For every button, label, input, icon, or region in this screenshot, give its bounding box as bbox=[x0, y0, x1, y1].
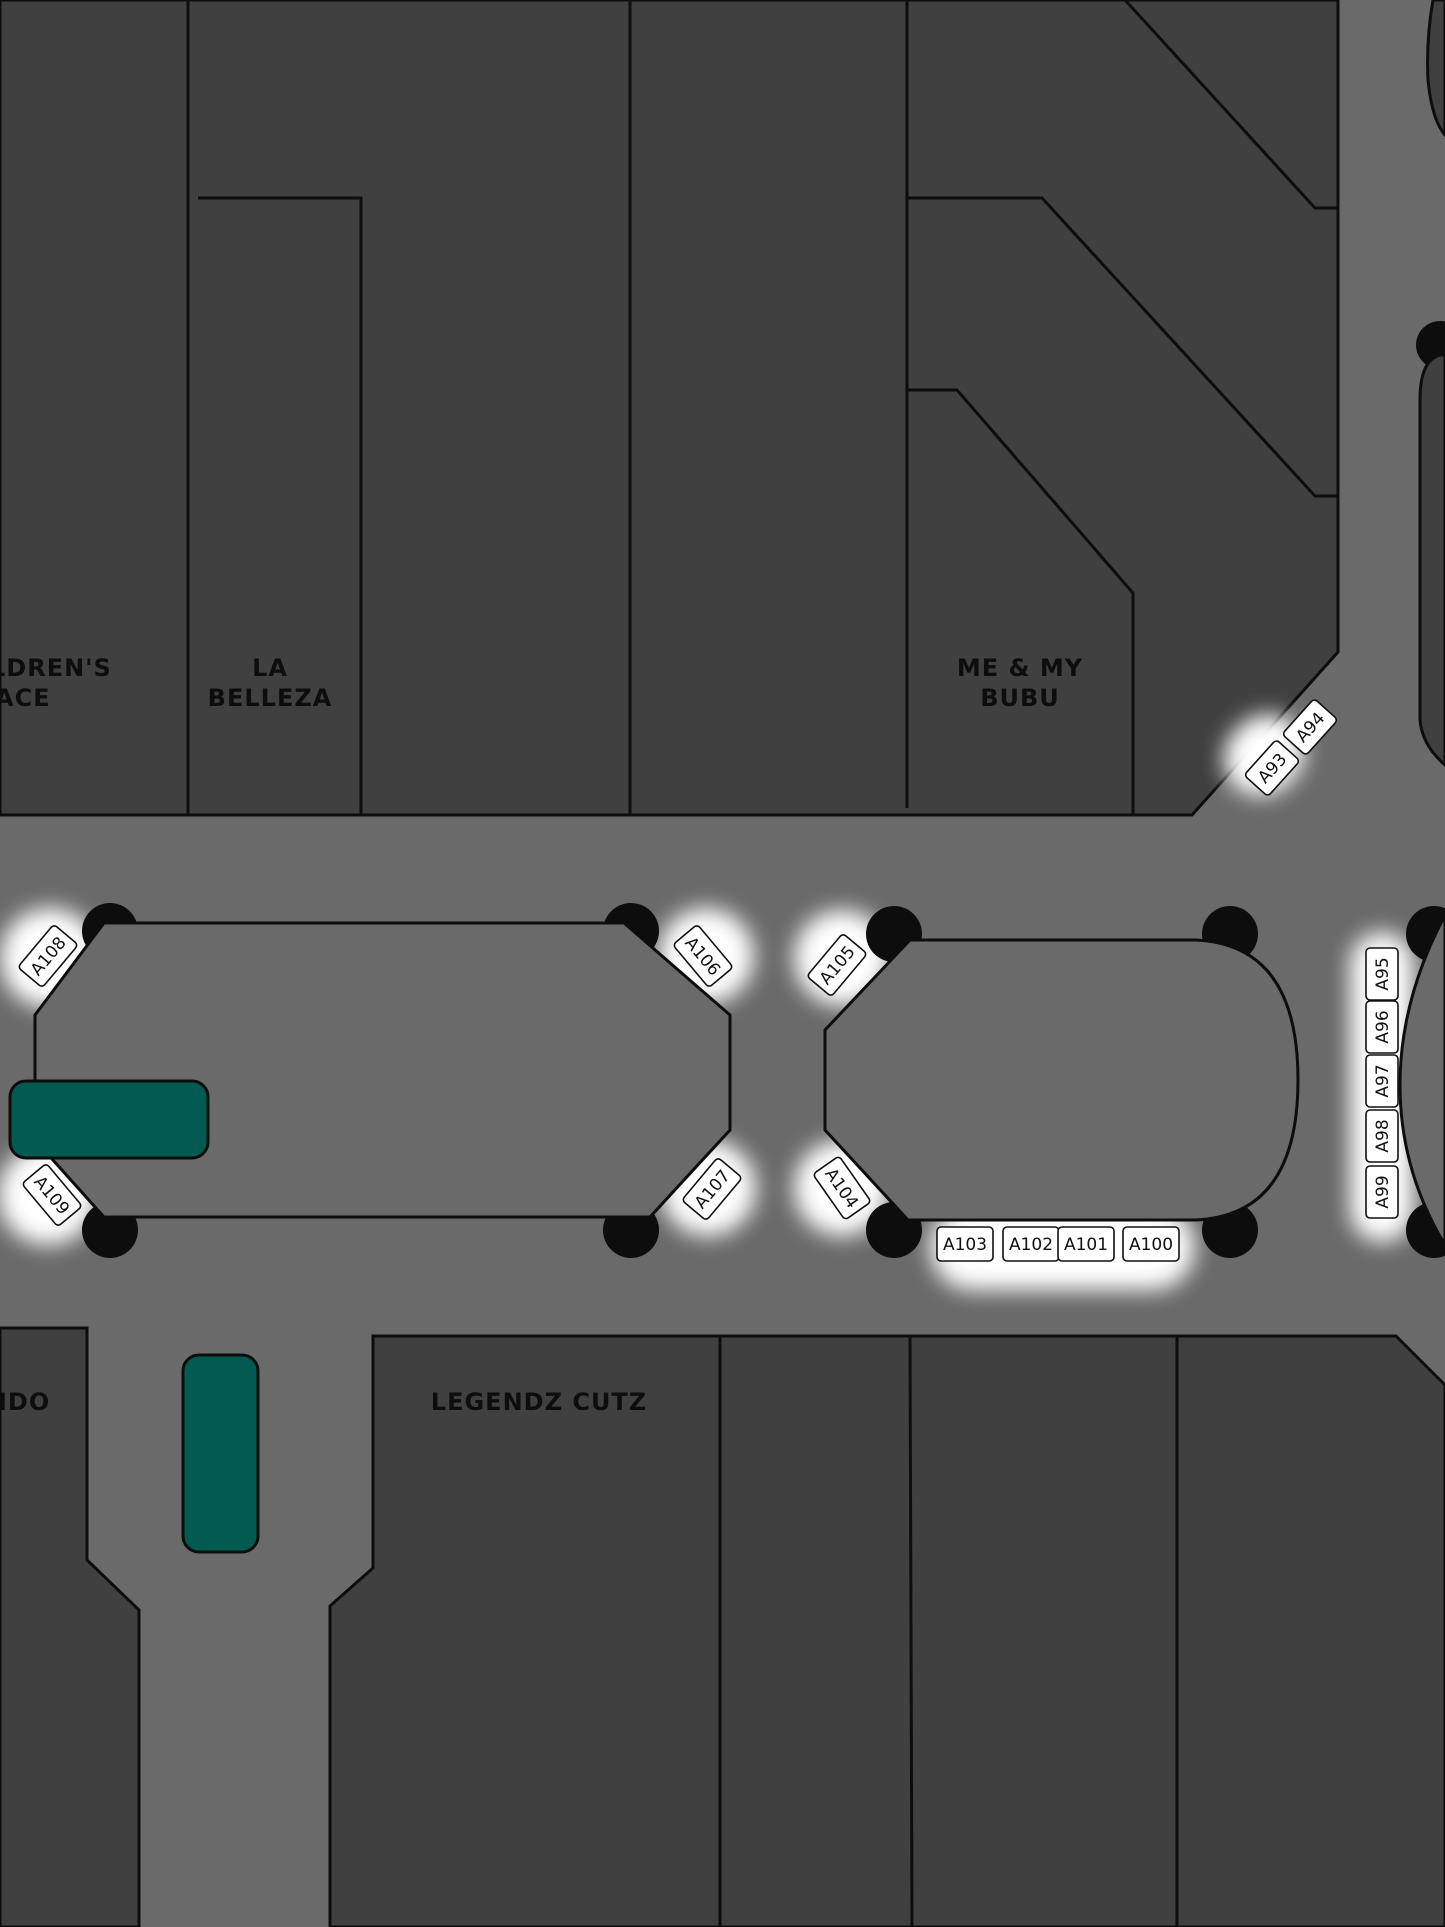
right-edge-block bbox=[1416, 0, 1445, 767]
kiosk-tag-a98[interactable]: A98 bbox=[1365, 1109, 1399, 1163]
store-label-la-belleza: LA bbox=[252, 654, 288, 682]
store-label-ido: IDO bbox=[0, 1388, 50, 1416]
svg-text:A102: A102 bbox=[1009, 1235, 1053, 1255]
teal-counter-left[interactable] bbox=[8, 1079, 210, 1160]
svg-text:A100: A100 bbox=[1129, 1235, 1173, 1255]
divider-line bbox=[907, 196, 1338, 498]
kiosk-tag-a95[interactable]: A95 bbox=[1365, 947, 1399, 1001]
top-block-fill bbox=[0, 0, 1340, 817]
kiosk-tag-a100[interactable]: A100 bbox=[1122, 1226, 1180, 1262]
svg-text:A95: A95 bbox=[1373, 957, 1393, 990]
svg-text:A99: A99 bbox=[1373, 1175, 1393, 1208]
bottom-right-stores bbox=[328, 1334, 1445, 1927]
store-label-me-and-my-bubu: BUBU bbox=[980, 684, 1060, 712]
store-label-la-belleza: BELLEZA bbox=[208, 684, 333, 712]
left-island[interactable] bbox=[33, 921, 732, 1219]
divider-line bbox=[1123, 0, 1338, 210]
la-belleza-outline bbox=[198, 196, 363, 815]
me-and-my-bubu-outline bbox=[907, 388, 1135, 815]
teal-counter-corridor[interactable] bbox=[181, 1353, 260, 1554]
store-label-childrens-place: ACE bbox=[0, 684, 51, 712]
kiosk-tag-a101[interactable]: A101 bbox=[1057, 1226, 1115, 1262]
svg-text:A98: A98 bbox=[1373, 1119, 1393, 1152]
middle-island[interactable] bbox=[823, 938, 1300, 1222]
kiosk-tag-a103[interactable]: A103 bbox=[936, 1226, 994, 1262]
store-label-legendz-cutz: LEGENDZ CUTZ bbox=[431, 1388, 647, 1416]
ido-store bbox=[0, 1326, 141, 1927]
bottom-store-block bbox=[0, 1326, 1445, 1927]
svg-text:A97: A97 bbox=[1373, 1064, 1393, 1097]
kiosk-tag-a102[interactable]: A102 bbox=[1002, 1226, 1060, 1262]
store-label-childrens-place: LDREN'S bbox=[0, 654, 112, 682]
kiosk-tag-a93[interactable]: A93 bbox=[1244, 739, 1300, 796]
divider-line bbox=[908, 1335, 914, 1927]
svg-text:A103: A103 bbox=[943, 1235, 987, 1255]
svg-text:A101: A101 bbox=[1064, 1235, 1108, 1255]
store-label-me-and-my-bubu: ME & MY bbox=[957, 654, 1083, 682]
kiosk-tag-a96[interactable]: A96 bbox=[1365, 1000, 1399, 1054]
top-store-block bbox=[0, 0, 1340, 817]
right-island-edge[interactable] bbox=[1398, 914, 1445, 1248]
svg-text:A96: A96 bbox=[1373, 1010, 1393, 1043]
kiosk-tag-a99[interactable]: A99 bbox=[1365, 1165, 1399, 1219]
kiosk-tag-a97[interactable]: A97 bbox=[1365, 1054, 1399, 1108]
